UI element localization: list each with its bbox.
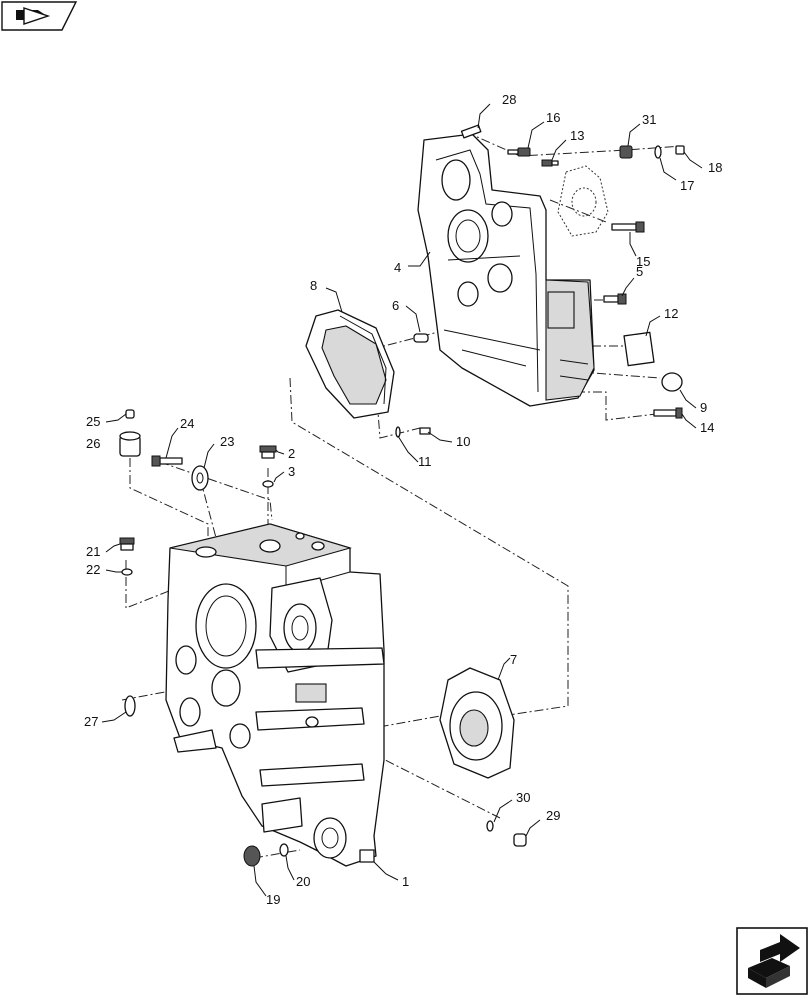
cap-26 — [119, 431, 141, 457]
plug-9 — [661, 372, 683, 392]
callout-24: 24 — [180, 416, 194, 431]
callout-4: 4 — [394, 260, 401, 275]
callout-numbers: 28 16 13 31 18 17 15 4 5 8 6 12 9 14 10 … — [84, 92, 722, 907]
plug-19 — [243, 845, 261, 867]
washer-11 — [395, 426, 401, 438]
nut-31 — [619, 145, 633, 159]
plug-2 — [259, 445, 277, 459]
plug-29 — [513, 833, 527, 847]
callout-16: 16 — [546, 110, 560, 125]
hardware-items-upper — [395, 124, 685, 438]
gasket-outline — [557, 165, 609, 237]
callout-27: 27 — [84, 714, 98, 729]
next-page-arrow-icon[interactable] — [736, 927, 808, 995]
bolt-18 — [675, 145, 685, 155]
callout-22: 22 — [86, 562, 100, 577]
main-transmission-housing — [165, 523, 385, 867]
plug-21 — [119, 537, 135, 551]
bolt-14 — [653, 407, 683, 419]
callout-26: 26 — [86, 436, 100, 451]
callout-29: 29 — [546, 808, 560, 823]
callout-8: 8 — [310, 278, 317, 293]
bolt-10 — [419, 427, 431, 435]
callout-2: 2 — [288, 446, 295, 461]
callout-31: 31 — [642, 112, 656, 127]
pin-6 — [413, 333, 429, 343]
book-arrow-icon[interactable] — [1, 1, 78, 31]
callout-25: 25 — [86, 414, 100, 429]
callout-19: 19 — [266, 892, 280, 907]
hardware-items-lower — [119, 409, 527, 867]
screw-25 — [125, 409, 135, 419]
callout-20: 20 — [296, 874, 310, 889]
callout-11: 11 — [418, 454, 432, 469]
oring-22 — [121, 568, 133, 576]
callout-17: 17 — [680, 178, 694, 193]
callout-5: 5 — [636, 264, 643, 279]
stud-13 — [541, 159, 559, 167]
bolt-24 — [151, 455, 183, 467]
callout-6: 6 — [392, 298, 399, 313]
oring-27 — [124, 695, 136, 717]
callout-13: 13 — [570, 128, 584, 143]
washer-17 — [654, 145, 662, 159]
callout-1: 1 — [402, 874, 409, 889]
bolt-15 — [611, 221, 645, 233]
callout-10: 10 — [456, 434, 470, 449]
callout-leaders — [101, 103, 703, 897]
callout-7: 7 — [510, 652, 517, 667]
rear-cover-housing — [417, 133, 595, 407]
callout-14: 14 — [700, 420, 714, 435]
callout-21: 21 — [86, 544, 100, 559]
flange-cover-7 — [439, 667, 515, 779]
bolt-16 — [507, 147, 531, 157]
callout-23: 23 — [220, 434, 234, 449]
oring-30 — [486, 820, 494, 832]
callout-18: 18 — [708, 160, 722, 175]
shield-part — [305, 309, 395, 419]
cover-12 — [623, 331, 655, 367]
callout-9: 9 — [700, 400, 707, 415]
oring-20 — [279, 843, 289, 857]
oring-3 — [262, 480, 274, 488]
callout-3: 3 — [288, 464, 295, 479]
bracket-23 — [191, 465, 209, 491]
callout-15: 15 — [636, 254, 650, 269]
callout-30: 30 — [516, 790, 530, 805]
bolt-5 — [603, 293, 627, 305]
callout-28: 28 — [502, 92, 516, 107]
callout-12: 12 — [664, 306, 678, 321]
